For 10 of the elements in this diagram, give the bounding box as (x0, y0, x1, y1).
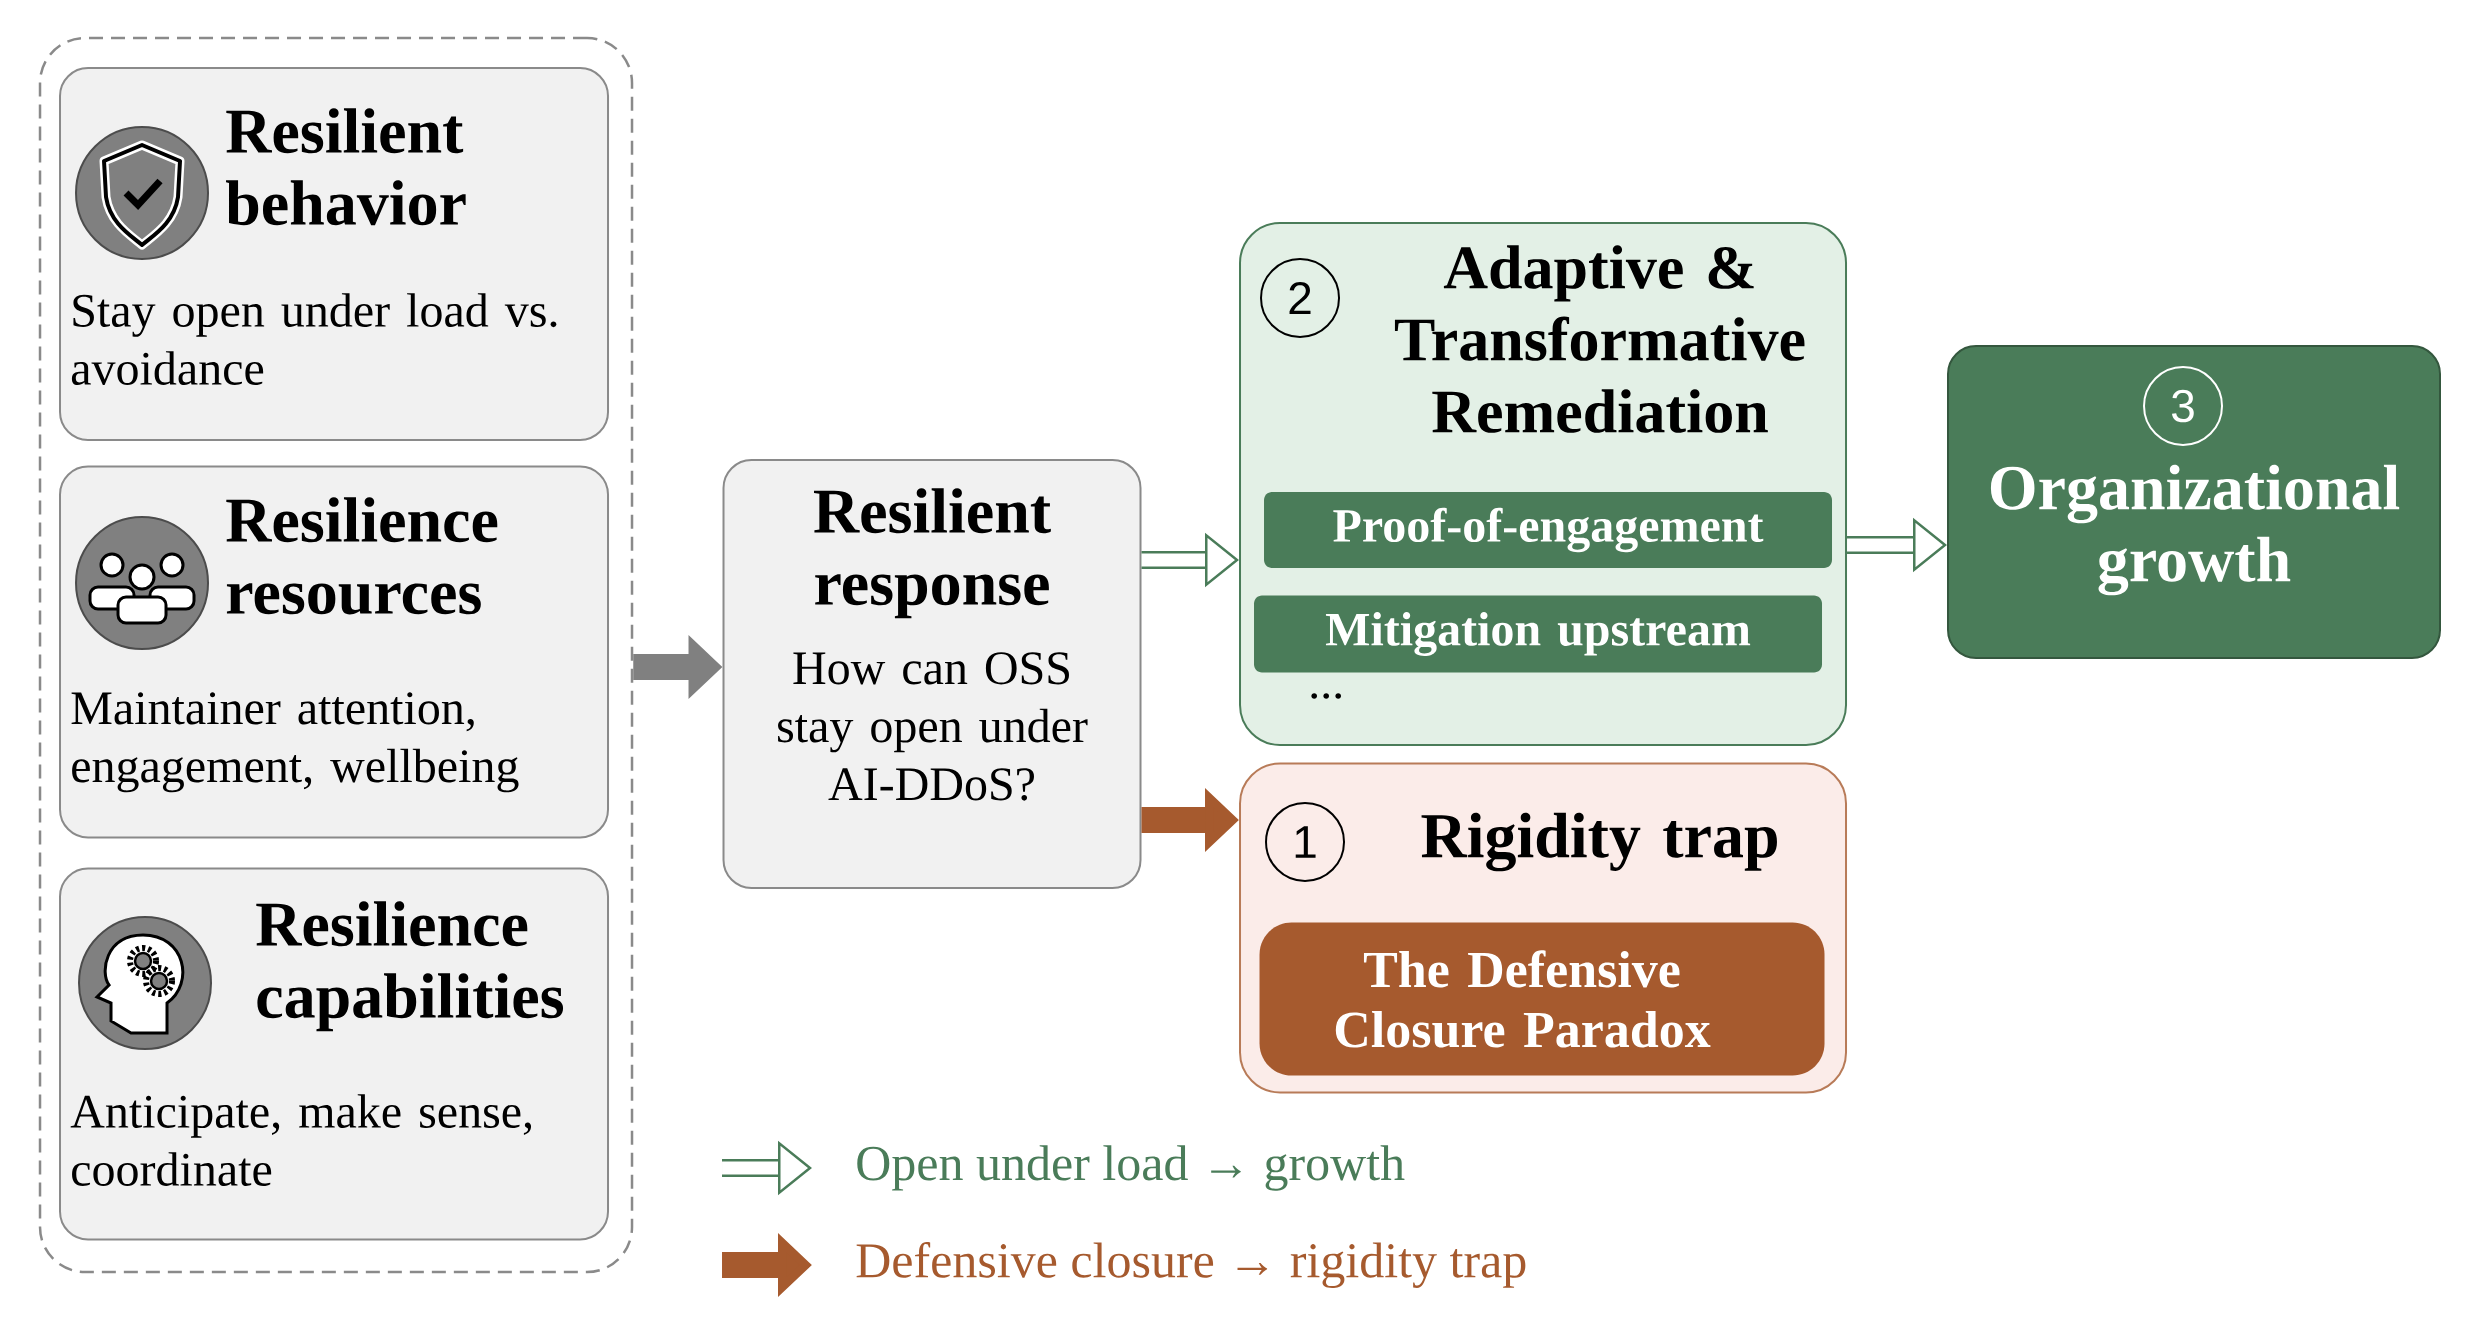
strategy-pill: Mitigation upstream (1254, 595, 1822, 673)
dashed-group-frame (38, 36, 634, 1274)
paradox-pill: The Defensive Closure Paradox (1259, 922, 1825, 1076)
concept-card: Resilience capabilities Anticipate, make sense, coordinate (59, 867, 609, 1241)
legend-text: Defensive closure → rigidity trap (856, 1242, 1526, 1288)
strategy-pill: Proof-of-engagement (1264, 492, 1832, 568)
concept-card: Resilient behavior Stay open under load vs. avoidance (59, 67, 609, 441)
legend-text: Open under load → growth (857, 1145, 1405, 1191)
concept-card: Resilient response How can OSS stay open under AI-DDoS? (722, 459, 1142, 889)
concept-card: Resilience resources Maintainer attention, engagement, wellbeing (59, 465, 609, 839)
